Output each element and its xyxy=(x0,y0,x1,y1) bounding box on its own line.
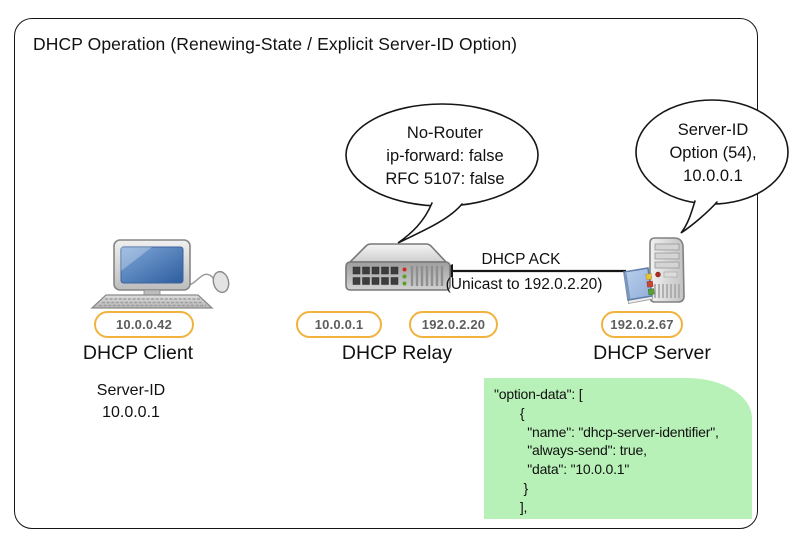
client-serverid-note: Server-ID 10.0.0.1 xyxy=(97,380,165,423)
relay-speech-bubble xyxy=(345,103,539,244)
client-computer-icon xyxy=(90,239,230,309)
config-snippet-line: "always-send": true, xyxy=(494,442,647,459)
server-tower-icon xyxy=(623,237,685,304)
config-snippet-line: { xyxy=(494,404,525,421)
relay-bubble-text: No-Router ip-forward: false RFC 5107: fa… xyxy=(385,122,504,191)
config-snippet-line: "data": "10.0.0.1" xyxy=(494,461,630,478)
relay-router-icon xyxy=(345,243,451,291)
server-speech-bubble xyxy=(635,99,789,234)
diagram-title: DHCP Operation (Renewing-State / Explici… xyxy=(33,34,518,54)
server-book-icon xyxy=(623,267,655,304)
client-note-line: 10.0.0.1 xyxy=(102,403,160,421)
server-bubble-line: Server-ID xyxy=(677,121,749,139)
relay-label: DHCP Relay xyxy=(341,342,453,364)
relay-bubble-line: RFC 5107: false xyxy=(385,170,505,188)
config-snippet-line: } xyxy=(494,479,529,496)
relay-downstream-ip-badge: 192.0.2.20 xyxy=(409,311,498,338)
server-bubble-line: Option (54), xyxy=(669,144,757,162)
relay-bubble-line: ip-forward: false xyxy=(386,147,504,165)
relay-upstream-ip-badge: 10.0.0.1 xyxy=(296,311,382,338)
config-snippet-line: ], xyxy=(494,498,528,515)
config-snippet-panel: "option-data": [ { "name": "dhcp-server-… xyxy=(484,378,752,519)
config-snippet-line: "name": "dhcp-server-identifier", xyxy=(494,423,719,440)
dhcp-ack-label: DHCP ACK xyxy=(481,251,561,268)
server-bubble-line: 10.0.0.1 xyxy=(683,167,743,185)
client-note-line: Server-ID xyxy=(96,382,166,399)
server-label: DHCP Server xyxy=(593,342,711,364)
config-snippet-line: "option-data": [ xyxy=(494,386,583,402)
client-label: DHCP Client xyxy=(82,342,194,364)
server-ip-badge: 192.0.2.67 xyxy=(601,311,683,338)
server-bubble-text: Server-ID Option (54), 10.0.0.1 xyxy=(669,119,756,188)
relay-bubble-line: No-Router xyxy=(406,124,484,142)
dhcp-ack-sublabel: (Unicast to 192.0.2.20) xyxy=(445,276,603,293)
client-ip-badge: 10.0.0.42 xyxy=(94,311,194,338)
